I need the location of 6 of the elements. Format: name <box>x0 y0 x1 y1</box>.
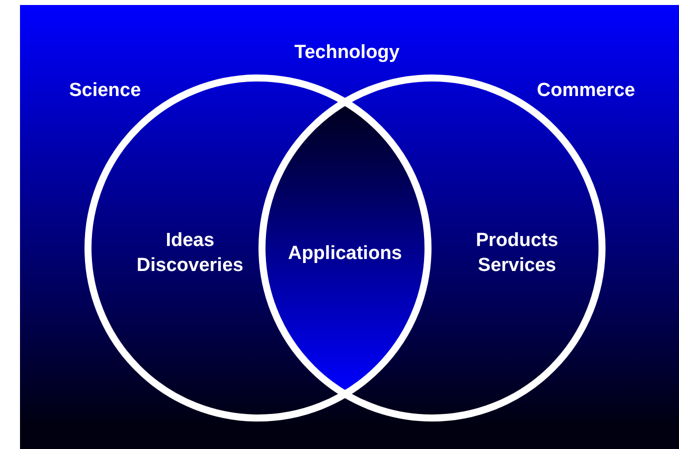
region-label: Products Services <box>474 229 560 278</box>
region-label: Applications <box>286 242 403 266</box>
heading-label: Technology <box>293 41 401 65</box>
heading-label: Commerce <box>536 79 636 103</box>
heading-label: Science <box>68 79 142 103</box>
region-label: Ideas Discoveries <box>136 229 244 278</box>
